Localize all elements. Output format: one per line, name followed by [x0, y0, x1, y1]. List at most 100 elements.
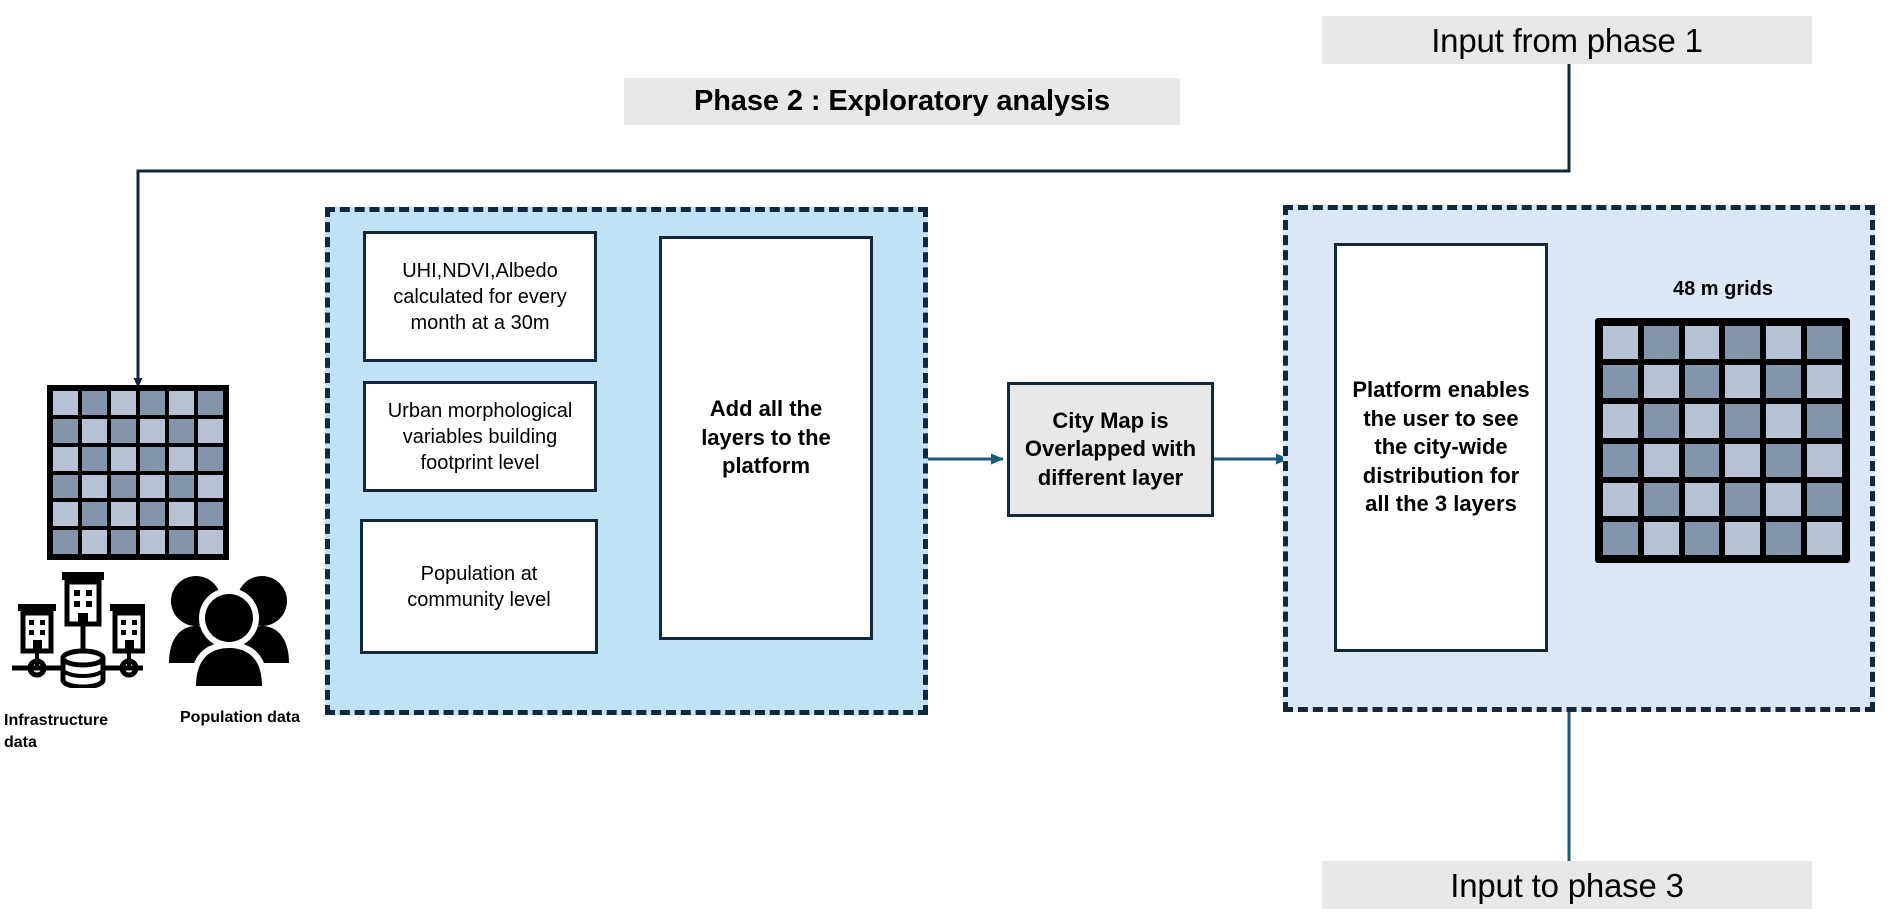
infrastructure-network-icon	[10, 568, 148, 690]
raster-cell	[111, 446, 136, 471]
raster-cell	[140, 418, 165, 443]
population-data-label: Population data	[180, 707, 300, 729]
raster-cell	[169, 391, 194, 415]
phase-title-label: Phase 2 : Exploratory analysis	[693, 85, 1111, 117]
raster-cell	[1684, 404, 1720, 438]
raster-cell	[1725, 326, 1761, 360]
raster-cell	[1643, 521, 1679, 555]
people-group-icon	[168, 568, 290, 688]
raster-cell	[1766, 365, 1802, 399]
urban-morphological-text: Urban morphological variables building f…	[387, 399, 573, 474]
raster-cell	[1725, 365, 1761, 399]
raster-cell	[82, 418, 107, 443]
raster-cell	[1807, 521, 1842, 555]
raster-cell	[169, 502, 194, 527]
raster-cell	[1603, 365, 1638, 399]
raster-cell	[111, 474, 136, 499]
raster-cell	[1807, 365, 1842, 399]
raster-cell	[1725, 404, 1761, 438]
raster-cell	[111, 418, 136, 443]
population-community-box: Population at community level	[360, 519, 598, 654]
raster-cell	[1807, 482, 1842, 516]
raster-cell	[1603, 443, 1638, 477]
raster-cell	[1684, 443, 1720, 477]
raster-cell	[1807, 404, 1842, 438]
raster-cell	[1603, 482, 1638, 516]
raster-cell	[53, 418, 78, 443]
add-layers-text: Add all the layers to the platform	[701, 396, 831, 479]
city-map-text: City Map is Overlapped with different la…	[1024, 408, 1197, 490]
right-raster-grid	[1595, 318, 1850, 563]
input-to-phase-3-label: Input to phase 3	[1450, 866, 1684, 904]
raster-cell	[1684, 365, 1720, 399]
raster-cell	[198, 502, 223, 527]
grid-title-text: 48 m grids	[1672, 278, 1774, 300]
platform-enables-box: Platform enables the user to see the cit…	[1334, 243, 1548, 652]
raster-cell	[140, 530, 165, 554]
raster-cell	[1684, 521, 1720, 555]
raster-cell	[111, 391, 136, 415]
raster-cell	[1807, 443, 1842, 477]
phase-title-banner: Phase 2 : Exploratory analysis	[624, 78, 1180, 125]
population-community-text: Population at community level	[407, 562, 551, 611]
raster-cell	[169, 530, 194, 554]
raster-cell	[1643, 326, 1679, 360]
raster-cell	[1643, 482, 1679, 516]
raster-cell	[140, 502, 165, 527]
raster-cell	[1725, 521, 1761, 555]
raster-cell	[1684, 326, 1720, 360]
raster-cell	[140, 391, 165, 415]
raster-cell	[53, 474, 78, 499]
raster-cell	[198, 391, 223, 415]
raster-cell	[53, 446, 78, 471]
urban-morphological-box: Urban morphological variables building f…	[363, 381, 597, 492]
raster-cell	[53, 502, 78, 527]
raster-cell	[1766, 521, 1802, 555]
platform-enables-text: Platform enables the user to see the cit…	[1352, 377, 1530, 517]
raster-cell	[1643, 443, 1679, 477]
add-layers-box: Add all the layers to the platform	[659, 236, 873, 640]
raster-cell	[1725, 482, 1761, 516]
raster-cell	[1603, 404, 1638, 438]
raster-cell	[111, 502, 136, 527]
raster-cell	[82, 474, 107, 499]
raster-cell	[111, 530, 136, 554]
infrastructure-data-label: Infrastructure data	[4, 710, 134, 753]
raster-cell	[1807, 326, 1842, 360]
raster-cell	[1766, 404, 1802, 438]
raster-cell	[1766, 443, 1802, 477]
raster-cell	[169, 446, 194, 471]
raster-cell	[82, 391, 107, 415]
raster-cell	[1766, 326, 1802, 360]
input-to-phase-3-banner: Input to phase 3	[1322, 861, 1812, 909]
raster-cell	[140, 474, 165, 499]
raster-cell	[198, 418, 223, 443]
city-map-box: City Map is Overlapped with different la…	[1007, 382, 1214, 517]
uhi-ndvi-albedo-box: UHI,NDVI,Albedo calculated for every mon…	[363, 231, 597, 362]
raster-cell	[1725, 443, 1761, 477]
input-from-phase-1-banner: Input from phase 1	[1322, 16, 1812, 64]
grid-title-label: 48 m grids	[1578, 278, 1868, 301]
raster-cell	[198, 474, 223, 499]
raster-cell	[1643, 365, 1679, 399]
raster-cell	[82, 502, 107, 527]
input-from-phase-1-label: Input from phase 1	[1431, 21, 1703, 59]
raster-cell	[53, 391, 78, 415]
raster-cell	[198, 530, 223, 554]
raster-cell	[198, 446, 223, 471]
raster-cell	[140, 446, 165, 471]
raster-cell	[1603, 521, 1638, 555]
left-raster-grid	[47, 385, 229, 560]
raster-cell	[53, 530, 78, 554]
infrastructure-data-text: Infrastructure data	[4, 712, 109, 751]
raster-cell	[169, 474, 194, 499]
raster-cell	[1684, 482, 1720, 516]
raster-cell	[82, 530, 107, 554]
raster-cell	[1603, 326, 1638, 360]
raster-cell	[1643, 404, 1679, 438]
raster-cell	[169, 418, 194, 443]
raster-cell	[1766, 482, 1802, 516]
population-data-text: Population data	[180, 709, 300, 726]
uhi-ndvi-albedo-text: UHI,NDVI,Albedo calculated for every mon…	[393, 259, 567, 334]
